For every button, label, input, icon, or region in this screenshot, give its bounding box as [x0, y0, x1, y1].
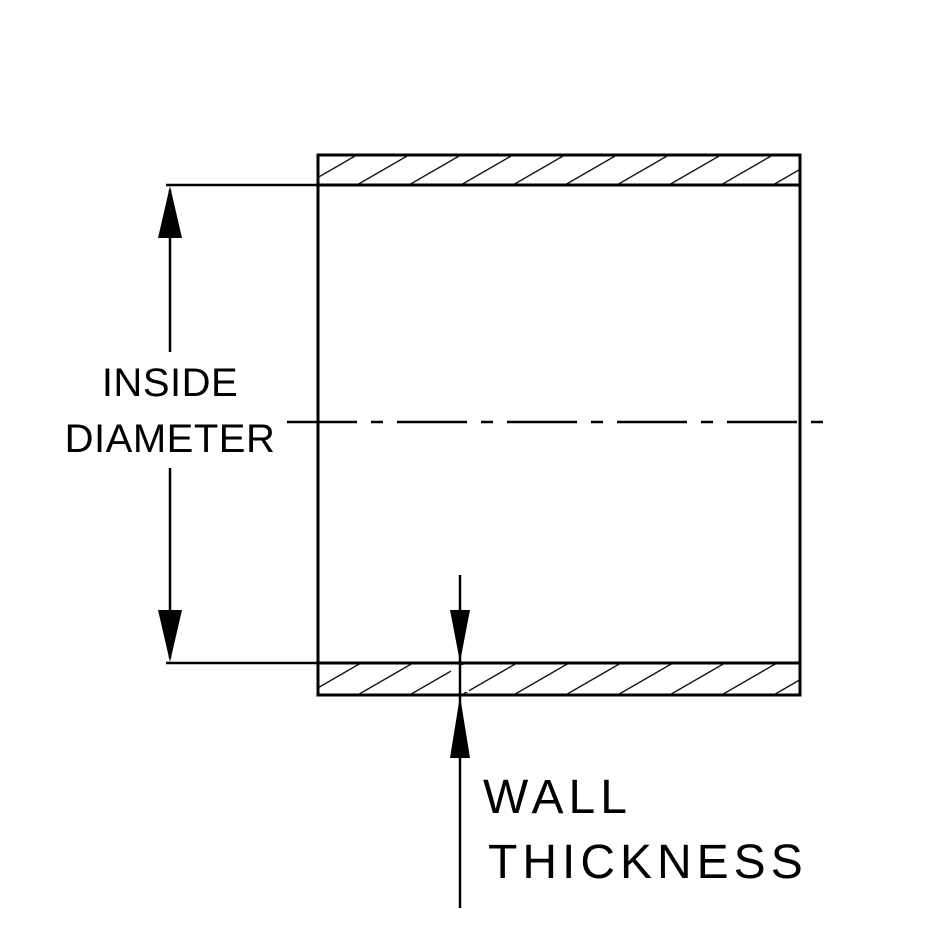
- wall-thickness-dimension: WALL THICKNESS: [450, 575, 808, 908]
- wall-arrow-down-icon: [450, 610, 470, 662]
- tube-cross-section: [316, 153, 802, 697]
- arrow-down-icon: [158, 610, 182, 662]
- inside-diameter-dimension: INSIDE DIAMETER: [65, 183, 318, 665]
- wall-arrow-up-icon: [450, 696, 470, 758]
- wall-thickness-label-line1: WALL: [483, 771, 632, 824]
- top-wall-hatch: [316, 153, 802, 187]
- tube-outline: [316, 153, 802, 697]
- inside-diameter-label-line1: INSIDE: [102, 361, 238, 405]
- wall-thickness-label-line2: THICKNESS: [488, 836, 808, 889]
- arrow-up-icon: [158, 186, 182, 238]
- bottom-wall-hatch: [316, 661, 802, 697]
- inside-diameter-label-line2: DIAMETER: [65, 417, 276, 461]
